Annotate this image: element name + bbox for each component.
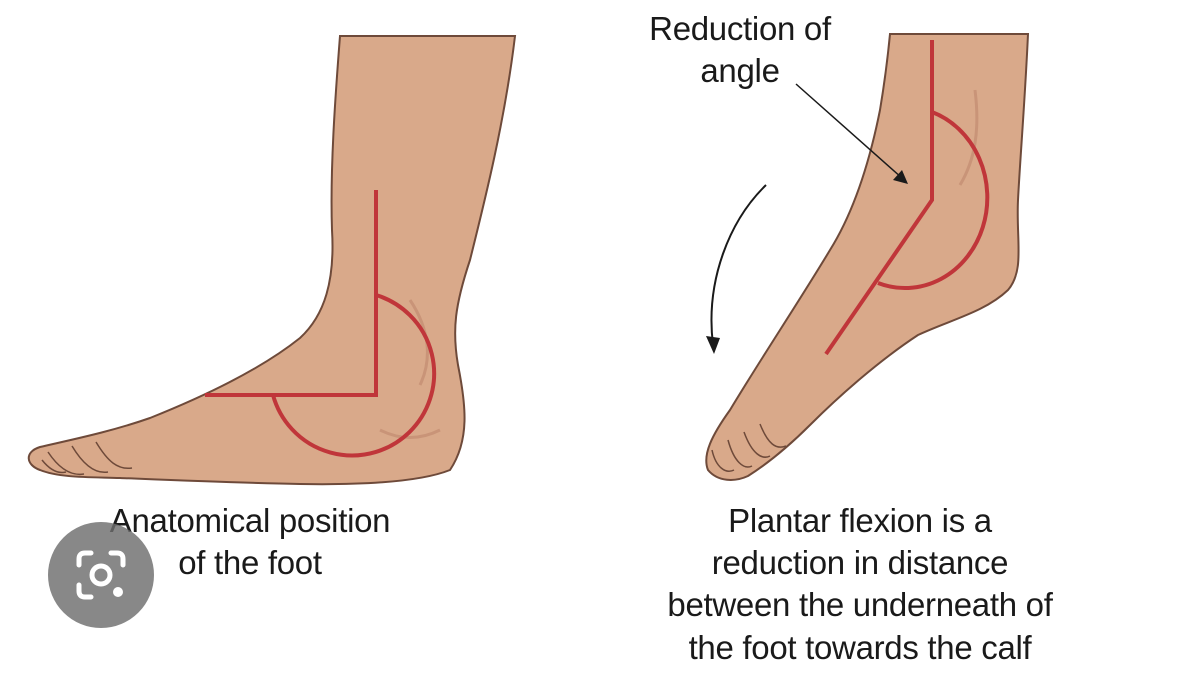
caption-line: between the underneath of (667, 586, 1053, 624)
left-foot-skin (27, 35, 517, 486)
caption-line: Anatomical position (109, 502, 391, 539)
left-caption: Anatomical position of the foot (50, 500, 450, 584)
caption-line: the foot towards the calf (688, 628, 1032, 666)
camera-search-icon (76, 550, 126, 600)
left-angle-lines (205, 190, 378, 397)
right-foot-skin (705, 33, 1030, 481)
right-ankle-shading (958, 89, 979, 186)
left-foot-illustration (27, 35, 517, 486)
flexion-arrowhead (706, 336, 720, 354)
caption-line: Plantar flexion is a (728, 502, 992, 539)
right-toe-lines (711, 423, 787, 472)
right-caption: Plantar flexion is a reduction in distan… (620, 500, 1100, 669)
caption-line: reduction in distance (711, 544, 1009, 582)
annotation-line: Reduction of (649, 10, 831, 47)
annotation-line: angle (700, 52, 780, 90)
flexion-direction-arrow (710, 184, 767, 346)
annotation-reduction-of-angle: Reduction of angle (615, 8, 865, 92)
annotation-pointer-line (795, 83, 903, 179)
right-angle-arc (877, 110, 990, 291)
left-toe-lines (41, 441, 133, 476)
caption-line: of the foot (178, 544, 322, 582)
right-foot-illustration (705, 33, 1030, 481)
annotation-pointer-arrowhead (893, 170, 908, 184)
right-angle-lines (824, 40, 934, 356)
image-search-button[interactable] (48, 522, 154, 628)
left-angle-arc (271, 293, 437, 458)
